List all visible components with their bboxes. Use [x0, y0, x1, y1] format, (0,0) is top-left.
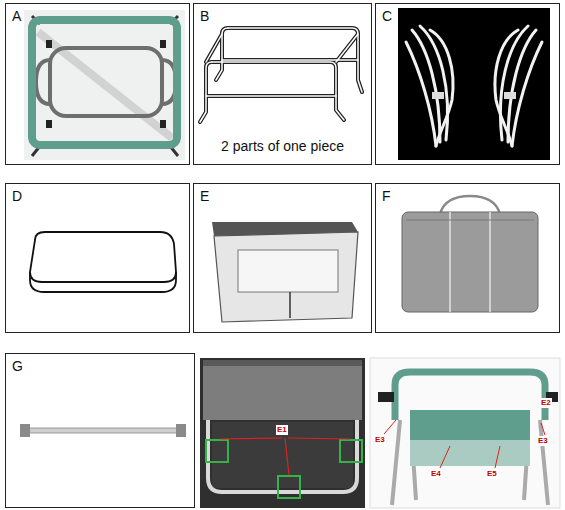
mattress-drawing: [30, 232, 176, 292]
part-panel: G: [5, 353, 195, 508]
bassinet-photo: [200, 358, 365, 508]
callout-number: E1: [276, 425, 288, 435]
callout-number: E2: [540, 398, 552, 408]
frame-photo: [370, 358, 560, 508]
panel-letter: G: [12, 358, 23, 375]
straps-photo: [398, 8, 550, 160]
callout-number: E3: [374, 435, 386, 445]
callout-number: E3: [537, 436, 549, 446]
part-panel: E: [193, 183, 372, 333]
bassinet-fabric: [212, 222, 358, 322]
part-panel: A: [5, 3, 190, 165]
panel-letter: E: [200, 188, 209, 205]
part-panel: B 2 parts of one piece: [193, 3, 372, 165]
callout-number: E4: [430, 469, 442, 479]
panel-letter: B: [200, 8, 209, 25]
panel-letter: D: [12, 188, 22, 205]
panel-letter: C: [382, 8, 392, 25]
frame-top-view: [24, 10, 185, 160]
cross-bar: [20, 424, 186, 437]
panel-caption: 2 parts of one piece: [221, 138, 344, 155]
carry-bag: [402, 196, 538, 312]
panel-letter: F: [382, 188, 391, 205]
part-panel: D: [5, 183, 190, 333]
part-panel: F: [375, 183, 560, 333]
callout-number: E5: [486, 469, 498, 479]
part-panel: C: [375, 3, 560, 165]
frame-wire-drawing: [200, 28, 362, 122]
panel-letter: A: [12, 8, 21, 25]
